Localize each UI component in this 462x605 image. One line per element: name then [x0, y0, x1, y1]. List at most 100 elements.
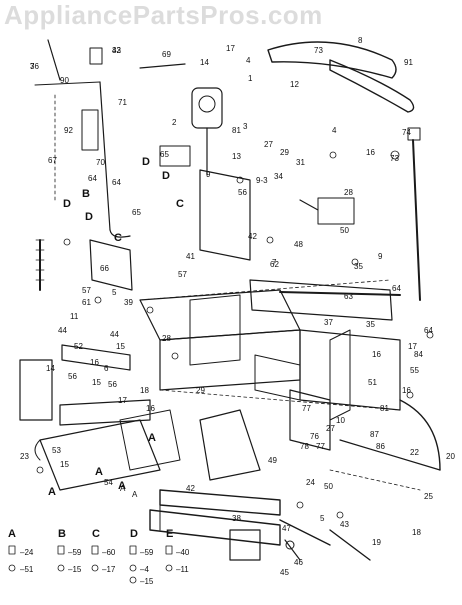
part-callout: 42: [186, 484, 195, 493]
part-callout: 56: [238, 188, 247, 197]
part-callout: 90: [60, 76, 69, 85]
part-callout: 73: [314, 46, 323, 55]
part-callout: 35: [366, 320, 375, 329]
watermark-logo: AppliancePartsPros.com: [4, 0, 323, 30]
part-callout: 27: [264, 140, 273, 149]
section-letter-c: C: [114, 232, 122, 244]
part-callout: 44: [110, 330, 119, 339]
part-callout: 18: [140, 386, 149, 395]
part-callout: 86: [376, 442, 385, 451]
part-callout: 91: [404, 58, 413, 67]
part-callout: 13: [232, 152, 241, 161]
part-callout: 54: [104, 478, 113, 487]
section-letter-a: A: [48, 486, 56, 498]
part-callout: 66: [100, 264, 109, 273]
part-callout: 62: [270, 260, 279, 269]
part-callout: 87: [370, 430, 379, 439]
part-callout: 34: [274, 172, 283, 181]
part-callout: 56: [108, 380, 117, 389]
part-callout: 47: [282, 524, 291, 533]
part-callout: 64: [112, 178, 121, 187]
part-callout: 16: [372, 350, 381, 359]
section-letter-d: D: [142, 156, 150, 168]
part-callout: 15: [116, 342, 125, 351]
section-letter-d: D: [63, 198, 71, 210]
part-callout: 64: [88, 174, 97, 183]
part-callout: 25: [424, 492, 433, 501]
legend-part-number: 51: [24, 565, 34, 574]
part-callout: 45: [280, 568, 289, 577]
legend-part-number: 15: [144, 577, 154, 586]
part-callout: 19: [372, 538, 381, 547]
part-callout: 7: [272, 258, 277, 267]
legend-part-e-top: –40: [176, 548, 190, 557]
part-callout: 56: [68, 372, 77, 381]
part-callout: 15: [92, 378, 101, 387]
legend-part-c-bottom: –17: [102, 565, 116, 574]
part-callout: 2: [172, 118, 177, 127]
lever-assembly: [299, 197, 355, 225]
legend-part-number: 4: [144, 565, 149, 574]
part-callout: 22: [410, 448, 419, 457]
part-callout: 76: [30, 62, 39, 71]
part-callout: 41: [186, 252, 195, 261]
part-callout: 52: [74, 342, 83, 351]
part-callout: 73: [390, 154, 399, 163]
section-letter-a: A: [148, 432, 156, 444]
part-callout: 81: [232, 126, 241, 135]
bottom-right-linkage: [279, 519, 371, 561]
part-callout: 84: [414, 350, 423, 359]
legend-part-number: 59: [144, 548, 154, 557]
section-letter-a: A: [95, 466, 103, 478]
legend-part-d-top: –59: [140, 548, 154, 557]
section-letter-a: A: [118, 480, 126, 492]
section-letter-b: B: [82, 188, 90, 200]
part-callout: 16: [146, 404, 155, 413]
lift-rod: [412, 139, 421, 301]
part-callout: 44: [58, 326, 67, 335]
part-callout: 11: [70, 312, 79, 321]
legend-letter-a: A: [8, 528, 16, 540]
part-callout: 31: [296, 158, 305, 167]
hardware-legend: A B C D E –24 –59 –60 –59 –40 –51 –15 –1…: [4, 528, 204, 600]
right-lower-frame: [289, 389, 441, 491]
part-callout: 24: [306, 478, 315, 487]
legend-part-number: 17: [106, 565, 116, 574]
legend-part-b-top: –59: [68, 548, 82, 557]
part-callout: 77: [302, 404, 311, 413]
legend-part-number: 15: [72, 565, 82, 574]
lower-left-bar: [34, 409, 181, 491]
part-callout: 17: [226, 44, 235, 53]
legend-letter-c: C: [92, 528, 100, 540]
part-callout: 16: [90, 358, 99, 367]
part-callout: 50: [324, 482, 333, 491]
part-callout: 49: [268, 456, 277, 465]
part-callout: 61: [82, 298, 91, 307]
cross-bar: [279, 291, 401, 296]
part-callout: 14: [46, 364, 55, 373]
part-callout: 92: [64, 126, 73, 135]
part-callout: 29: [280, 148, 289, 157]
part-callout: 8: [358, 36, 363, 45]
legend-part-a-top: –24: [20, 548, 34, 557]
part-callout: 15: [60, 460, 69, 469]
part-callout: 35: [354, 262, 363, 271]
left-arm: [19, 344, 151, 426]
part-callout: 9: [206, 170, 211, 179]
part-callout: 39: [124, 298, 133, 307]
part-callout: 3: [243, 122, 248, 131]
part-callout: 17: [118, 396, 127, 405]
part-callout: 5: [320, 514, 325, 523]
part-callout: 64: [424, 326, 433, 335]
part-callout: 81: [380, 404, 389, 413]
part-callout: 23: [20, 452, 29, 461]
legend-part-c-top: –60: [102, 548, 116, 557]
part-callout: 4: [332, 126, 337, 135]
part-callout: 43: [340, 520, 349, 529]
part-callout: 65: [160, 150, 169, 159]
legend-part-number: 59: [72, 548, 82, 557]
part-callout: 46: [294, 558, 303, 567]
part-callout: 55: [410, 366, 419, 375]
section-letter-d: D: [85, 211, 93, 223]
